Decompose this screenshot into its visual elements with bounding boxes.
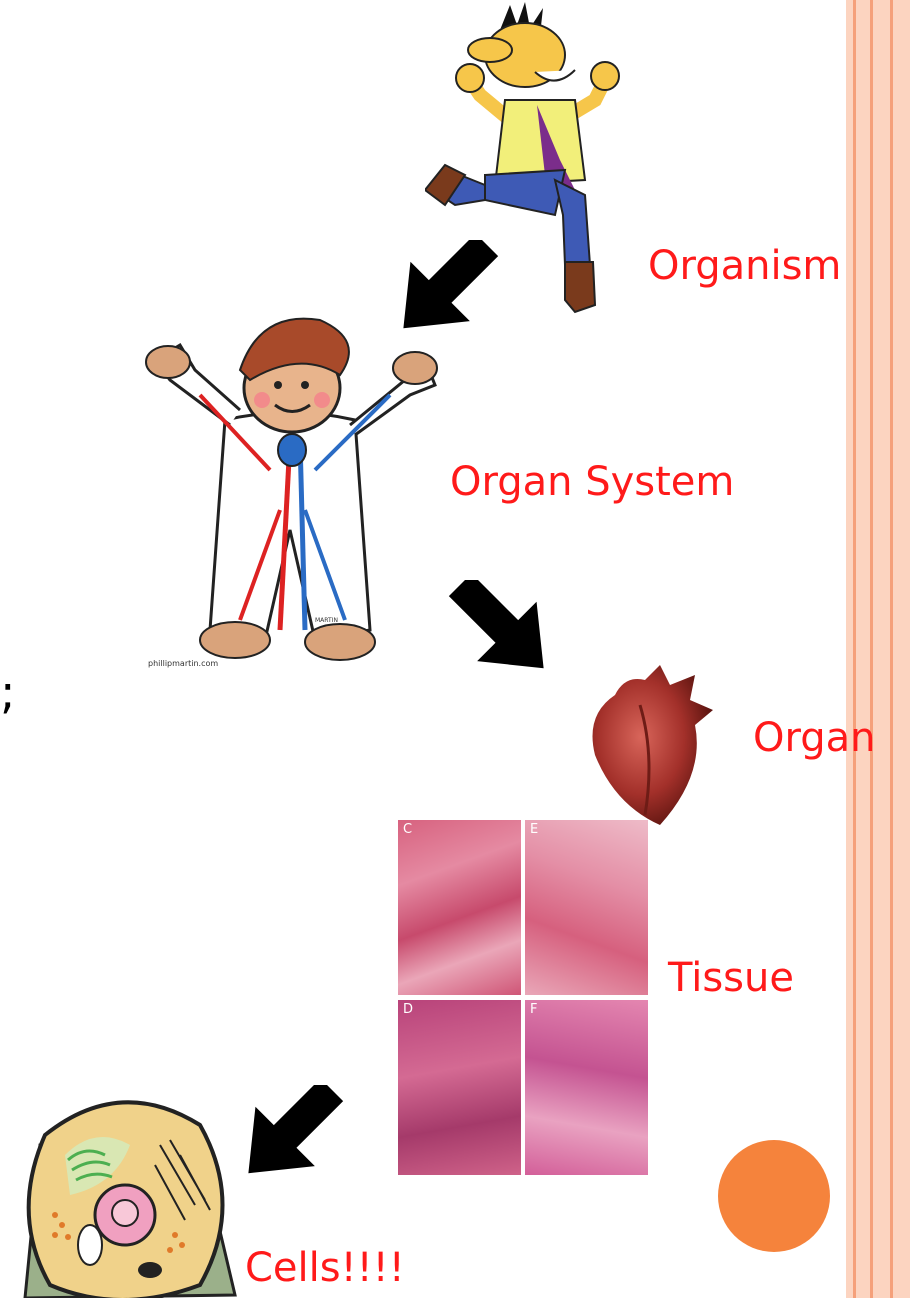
tissue-panel-f: F — [525, 1000, 648, 1175]
tissue-micrograph: C E D F — [398, 820, 648, 1175]
label-organ: Organ — [753, 718, 875, 758]
arrow-organ-system-to-organ — [432, 580, 552, 690]
label-cells: Cells!!!! — [245, 1248, 405, 1288]
tissue-panel-c: C — [398, 820, 521, 995]
label-tissue: Tissue — [668, 958, 794, 998]
orange-circle-decoration — [718, 1140, 830, 1252]
organ-system-illustration — [140, 300, 440, 680]
label-organ-system: Organ System — [450, 462, 734, 502]
heart-organ-illustration — [585, 665, 715, 830]
border-stripe-line-1 — [853, 0, 856, 1298]
artist-signature: MARTIN — [315, 617, 338, 624]
artist-credit: phillipmartin.com — [148, 659, 218, 668]
tissue-panel-d-label: D — [403, 1002, 413, 1017]
partial-left-char: ; — [0, 665, 16, 719]
label-organism: Organism — [648, 246, 841, 286]
tissue-panel-d: D — [398, 1000, 521, 1175]
arrow-tissue-to-cells — [240, 1085, 360, 1195]
border-stripe-line-3 — [890, 0, 893, 1298]
tissue-panel-e: E — [525, 820, 648, 995]
tissue-panel-f-label: F — [530, 1002, 537, 1017]
border-stripe-line-2 — [870, 0, 873, 1298]
tissue-panel-e-label: E — [530, 822, 538, 837]
tissue-panel-c-label: C — [403, 822, 412, 837]
cell-illustration — [10, 1085, 240, 1298]
